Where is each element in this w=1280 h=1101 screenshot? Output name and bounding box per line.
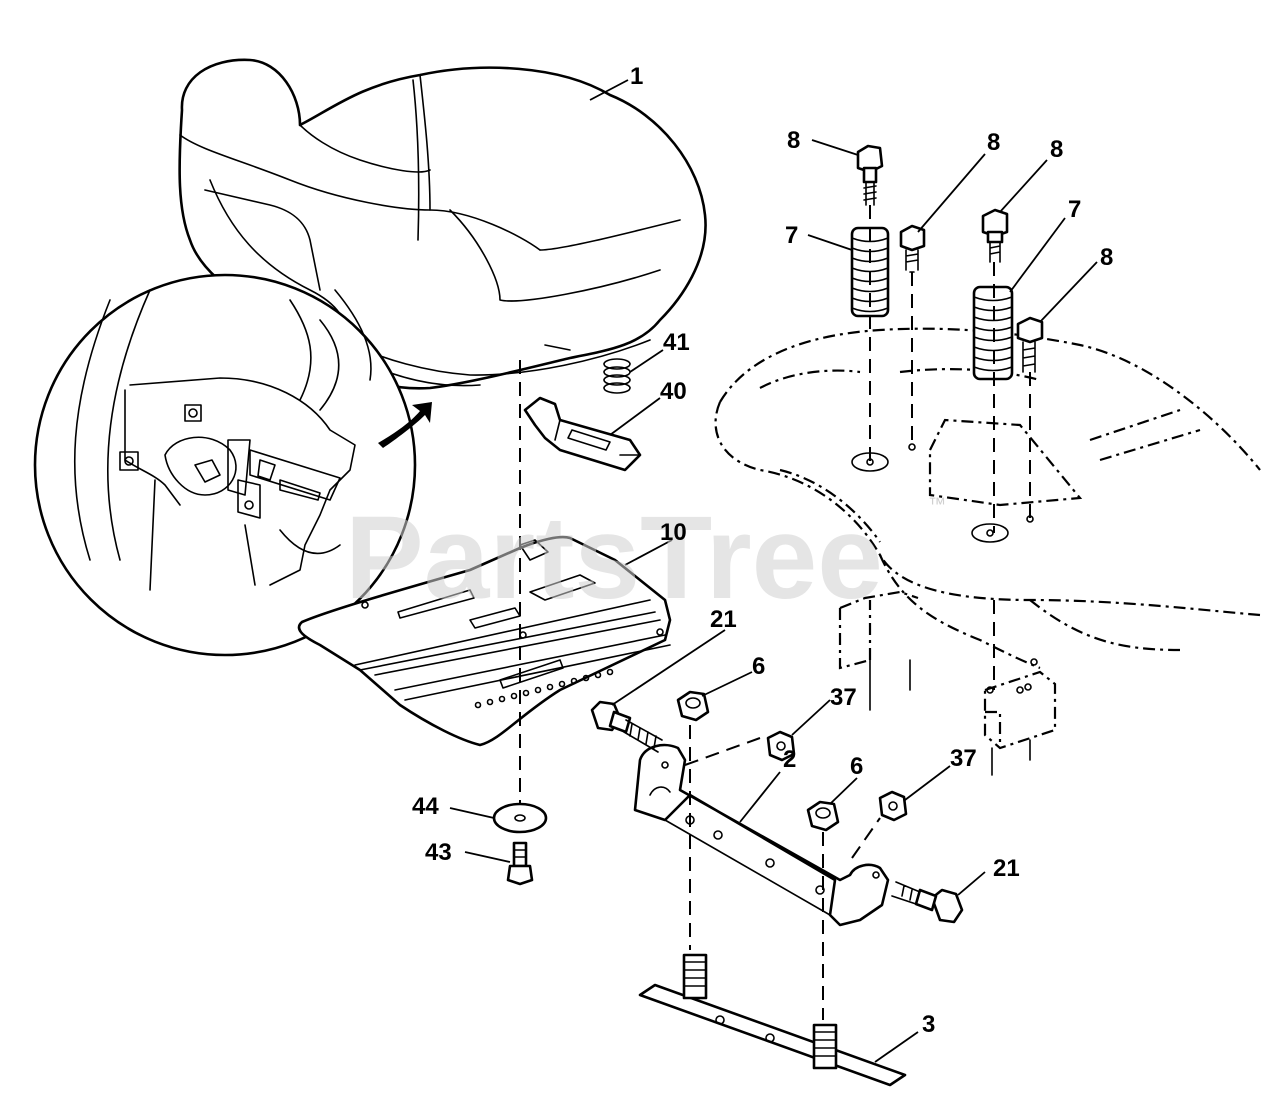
washer-part-44 bbox=[492, 802, 548, 834]
seat-pan-part-10 bbox=[297, 535, 672, 747]
seat-pan-slot-row bbox=[474, 668, 614, 709]
callout-10: 10 bbox=[660, 519, 687, 546]
callout-8-c: 8 bbox=[1050, 136, 1063, 163]
bolt-part-21-b bbox=[891, 881, 964, 924]
callout-8-b: 8 bbox=[987, 129, 1000, 156]
callout-21-a: 21 bbox=[710, 606, 737, 633]
callout-7-a: 7 bbox=[785, 222, 798, 249]
nut-part-6-a bbox=[676, 690, 710, 722]
callout-labels: 1 8 8 8 8 7 7 41 40 10 21 6 37 2 6 37 21… bbox=[412, 63, 1113, 1038]
callout-8-a: 8 bbox=[787, 127, 800, 154]
nut-part-37-b bbox=[878, 790, 908, 822]
callout-1: 1 bbox=[630, 63, 643, 90]
callout-6-a: 6 bbox=[752, 653, 765, 680]
detail-view-circle bbox=[33, 273, 432, 657]
frame-outline bbox=[714, 327, 1261, 776]
callout-3: 3 bbox=[922, 1011, 935, 1038]
bolt-part-8-c bbox=[981, 208, 1009, 263]
callout-8-d: 8 bbox=[1100, 244, 1113, 271]
assembly-center-lines bbox=[519, 205, 1031, 1020]
bolt-part-43 bbox=[506, 841, 534, 886]
watermark-text: PartsTree bbox=[345, 492, 883, 624]
bolt-part-8-d bbox=[1016, 316, 1044, 373]
spring-part-41 bbox=[603, 358, 631, 394]
plate-part-3 bbox=[638, 953, 907, 1087]
callout-7-b: 7 bbox=[1068, 196, 1081, 223]
callout-43: 43 bbox=[425, 839, 452, 866]
bolt-part-8-b bbox=[899, 224, 926, 273]
callout-44: 44 bbox=[412, 793, 439, 820]
nut-part-6-b bbox=[806, 800, 840, 832]
callout-37-b: 37 bbox=[950, 745, 977, 772]
callout-41: 41 bbox=[663, 329, 690, 356]
callout-40: 40 bbox=[660, 378, 687, 405]
callout-37-a: 37 bbox=[830, 684, 857, 711]
watermark-trademark: ™ bbox=[928, 494, 946, 514]
nut-part-37-a bbox=[766, 730, 796, 762]
watermark: PartsTree ™ bbox=[345, 492, 946, 624]
callout-6-b: 6 bbox=[850, 753, 863, 780]
bolt-part-21-a bbox=[590, 700, 663, 753]
switch-bracket-part-40 bbox=[523, 396, 642, 472]
callout-2: 2 bbox=[783, 746, 796, 773]
callout-21-b: 21 bbox=[993, 855, 1020, 882]
bolt-part-8-a bbox=[856, 144, 884, 206]
callout-leaders bbox=[449, 79, 1098, 1063]
